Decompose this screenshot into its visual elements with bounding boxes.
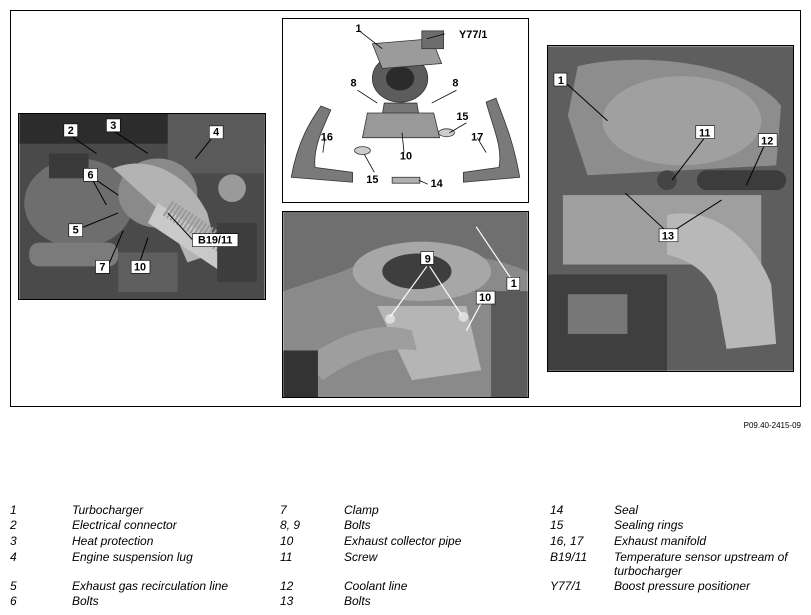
top-callout-10: 10 [400,150,412,162]
callouts-left: 2 3 4 6 5 7 10 B19/11 [63,118,239,274]
top-callout-14: 14 [431,178,443,190]
photo-turbocharger-right: 1 11 12 13 [547,45,794,372]
figure-id: P09.40-2415-09 [743,421,801,430]
top-callout-8b: 8 [452,77,458,89]
left-callout-3: 3 [110,120,116,132]
diagram-exploded-view: 1 Y77/1 8 8 16 15 10 17 15 14 [282,18,529,203]
right-callout-12: 12 [761,136,773,148]
right-callout-11: 11 [699,128,711,140]
left-callout-b19-11: B19/11 [198,235,232,247]
top-callout-16: 16 [321,132,333,144]
callouts-bottom: 9 10 1 [389,226,521,331]
callouts-right: 1 11 12 13 [553,72,778,243]
top-callout-8a: 8 [351,77,357,89]
bottom-callout-10: 10 [479,292,491,304]
top-callout-y77-1: Y77/1 [459,29,487,41]
bottom-callout-1: 1 [511,278,517,290]
left-callout-7: 7 [99,261,105,273]
left-callout-5: 5 [73,225,79,237]
left-callout-2: 2 [68,125,74,137]
photo-engine-left: 2 3 4 6 5 7 10 B19/11 [18,113,266,300]
exploded-view-illustration: 1 Y77/1 8 8 16 15 10 17 15 14 [290,23,521,190]
top-callout-17: 17 [471,132,483,144]
top-callout-15a: 15 [456,111,468,123]
photo-collector-pipe: 9 10 1 [282,211,529,398]
top-callout-1: 1 [355,23,361,35]
right-callout-13: 13 [662,231,674,243]
bottom-callout-9: 9 [425,253,431,265]
top-callout-15b: 15 [366,174,378,186]
left-callout-6: 6 [88,169,94,181]
left-callout-10: 10 [134,261,146,273]
right-callout-1: 1 [558,75,564,87]
left-callout-4: 4 [213,127,219,139]
turbocharger-right-illustration [548,46,793,371]
